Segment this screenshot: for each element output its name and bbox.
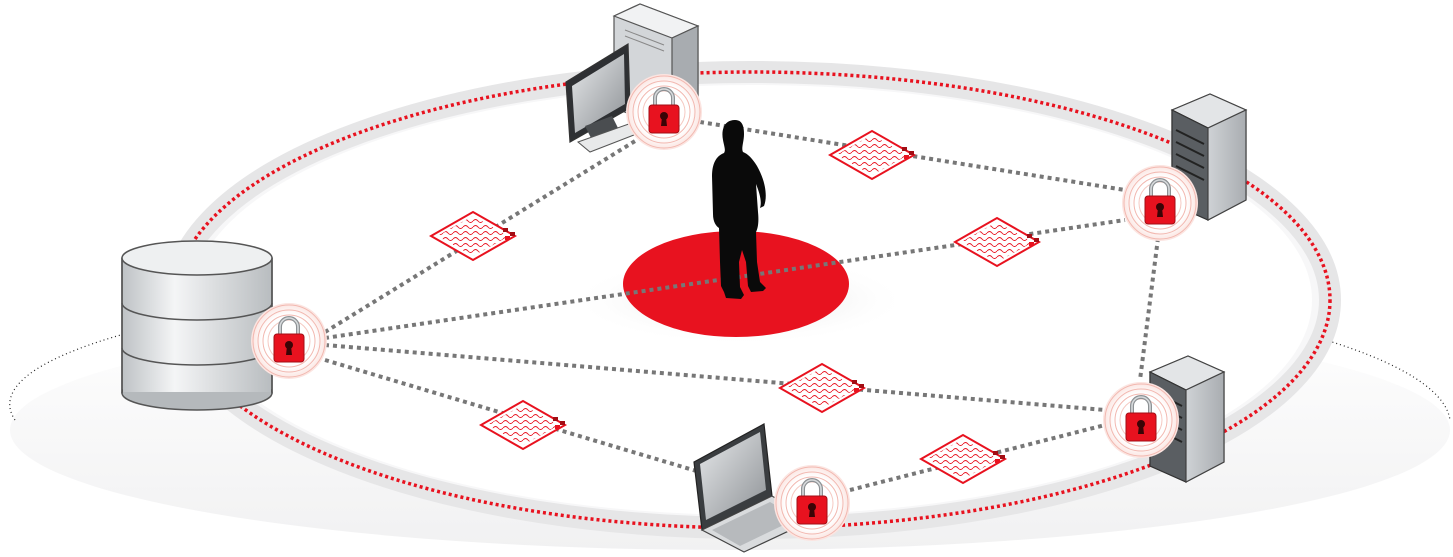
connector-database-server-bottom — [324, 343, 1106, 412]
lock-icon — [1120, 163, 1200, 243]
database-icon — [121, 240, 273, 411]
lock-icon — [624, 72, 704, 152]
lock-icon — [249, 301, 329, 381]
lock-icon — [1101, 380, 1181, 460]
person-silhouette-icon — [712, 120, 766, 299]
lock-icon — [772, 463, 852, 543]
